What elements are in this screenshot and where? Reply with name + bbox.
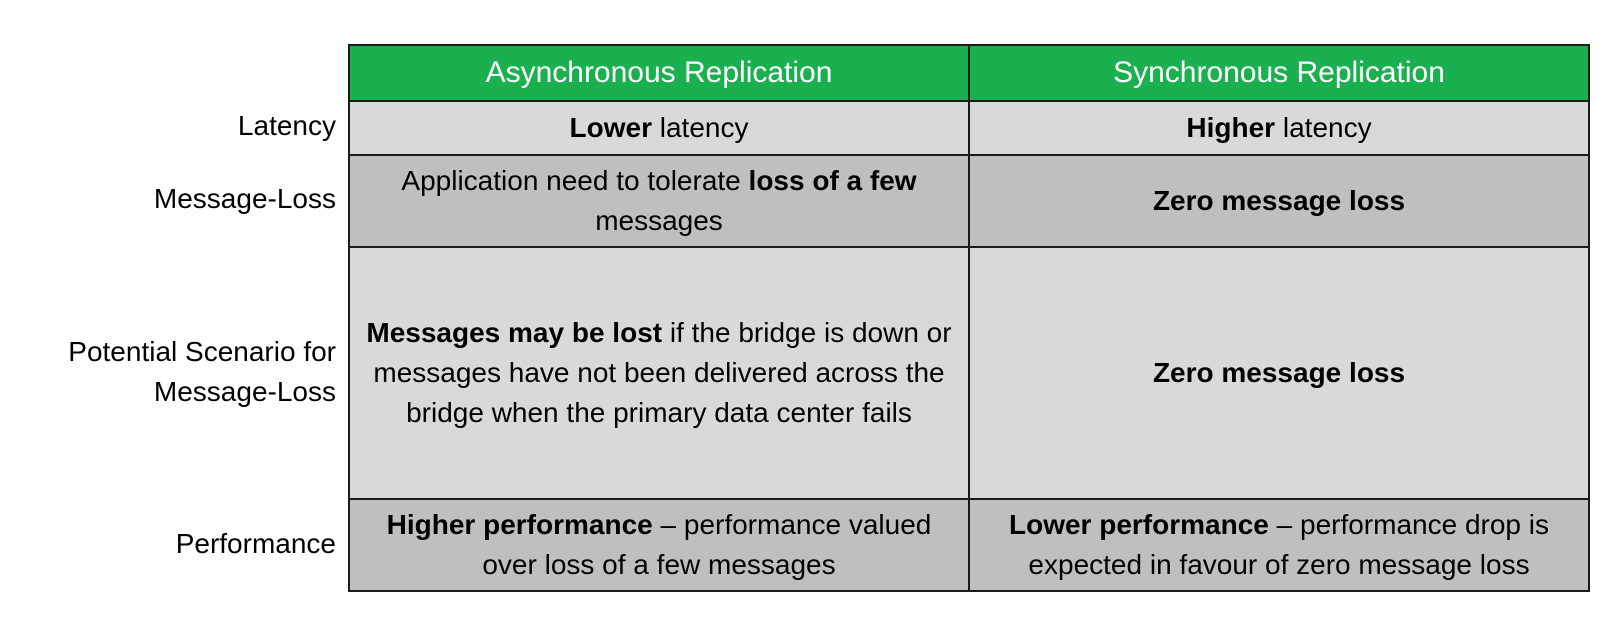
cell-text-run: Higher performance [386,509,653,540]
cell-text-run: Higher [1186,112,1276,143]
cell-async-performance: Higher performance – performance valued … [348,498,970,592]
row-label-line: Potential Scenario for [68,336,336,367]
column-header-async: Asynchronous Replication [348,44,970,102]
comparison-table: Asynchronous Replication Synchronous Rep… [348,44,1590,592]
cell-text-run: latency [1275,112,1372,143]
table-row-performance: Higher performance – performance valued … [348,498,1590,592]
cell-async-scenario: Messages may be lost if the bridge is do… [348,246,970,500]
row-label-latency: Latency [0,106,336,146]
cell-text-run: latency [651,112,749,143]
row-label-line: Message-Loss [153,183,336,214]
cell-text-run: – performance valued over loss of a few … [482,509,932,580]
row-label-line: Performance [175,528,336,559]
cell-sync-message-loss: Zero message loss [968,154,1590,248]
cell-sync-scenario: Zero message loss [968,246,1590,500]
cell-async-latency: Lower latency [348,100,970,156]
cell-text-run: messages [595,205,723,236]
row-label-message-loss: Message-Loss [0,179,336,219]
cell-text-run: – performance drop is expected in favour… [1028,509,1549,580]
row-label-line: Latency [237,110,336,141]
cell-text-run: Zero message loss [1152,185,1406,216]
column-header-sync: Synchronous Replication [968,44,1590,102]
table-row-scenario: Messages may be lost if the bridge is do… [348,246,1590,500]
header-row: Asynchronous Replication Synchronous Rep… [348,44,1590,102]
cell-text-run: if the bridge is down or messages have n… [373,317,952,428]
cell-text-run: Zero message loss [1152,357,1406,388]
table-row-latency: Lower latency Higher latency [348,100,1590,156]
cell-text-run: Application need to tolerate [401,165,749,196]
table-row-message-loss: Application need to tolerate loss of a f… [348,154,1590,248]
cell-sync-performance: Lower performance – performance drop is … [968,498,1590,592]
cell-text-run: Lower [569,112,652,143]
cell-text-run: Messages may be lost [366,317,663,348]
row-label-line: Message-Loss [153,376,336,407]
cell-sync-latency: Higher latency [968,100,1590,156]
row-label-performance: Performance [0,524,336,564]
cell-text-run: Lower performance [1009,509,1269,540]
cell-async-message-loss: Application need to tolerate loss of a f… [348,154,970,248]
cell-text-run: loss of a few [748,165,917,196]
